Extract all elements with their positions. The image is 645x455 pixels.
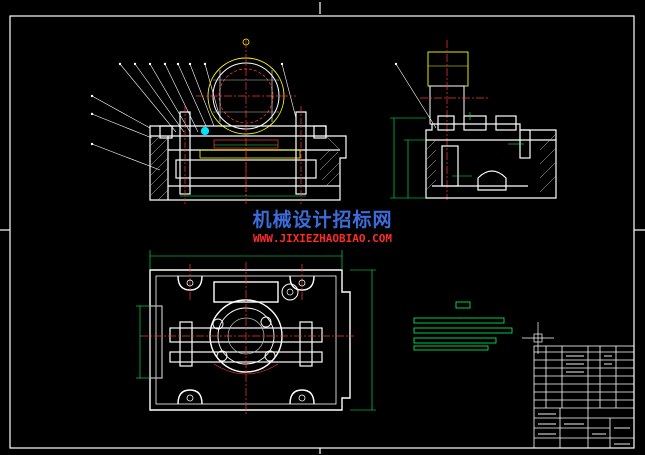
top-view — [136, 250, 376, 414]
dimension-top — [136, 250, 376, 411]
crosshair-cursor — [522, 322, 554, 354]
front-view — [90, 38, 347, 204]
leader-lines-side — [395, 63, 437, 129]
dimension-side — [390, 112, 524, 199]
leader-dots — [90, 62, 284, 146]
technical-notes — [413, 301, 513, 351]
section-hatch-front — [149, 135, 341, 201]
watermark-site-name: 机械设计招标网 — [252, 209, 393, 231]
fixture-body-side — [425, 115, 557, 199]
leader-lines — [91, 63, 297, 171]
centerlines-top — [140, 262, 354, 414]
side-view — [390, 40, 557, 200]
title-block-text-marks — [538, 355, 630, 445]
locating-disc — [209, 283, 299, 375]
clamp-bars — [149, 305, 323, 379]
fixture-body-front — [149, 111, 347, 201]
title-block — [533, 345, 635, 449]
dimension-front — [180, 144, 306, 197]
centerlines-front — [184, 106, 302, 204]
section-hatch-side — [425, 133, 557, 193]
watermark-url: WWW.JIXIEZHAOBIAO.COM — [252, 232, 393, 245]
vertical-cylinder — [420, 40, 490, 200]
mounting-holes — [186, 279, 306, 402]
